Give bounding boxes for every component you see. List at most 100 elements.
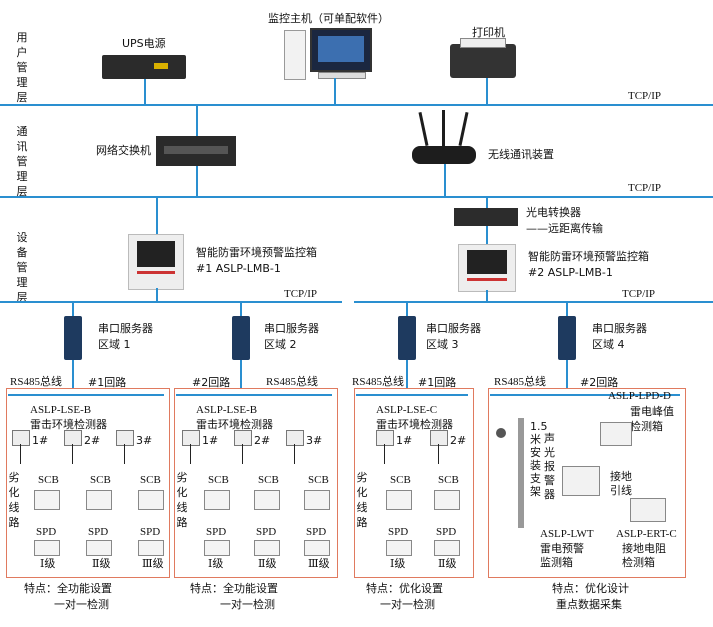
box2-title: 智能防雷环境预警监控箱 xyxy=(528,250,649,263)
server2-area: 区域 2 xyxy=(264,338,297,351)
zone2-model: ASLP-LSE-B xyxy=(196,404,258,416)
spd-label: SPD xyxy=(388,526,409,538)
zone1-feature2: 一对一检测 xyxy=(54,598,109,611)
tcpip-bus-right xyxy=(354,301,713,303)
scb-breaker xyxy=(86,490,112,510)
scb-label: SCB xyxy=(140,474,161,486)
zone1-feature: 特点：全功能设置 xyxy=(24,582,112,595)
server3-area: 区域 3 xyxy=(426,338,459,351)
scb-label: SCB xyxy=(90,474,111,486)
monitor-host-label: 监控主机（可单配软件） xyxy=(268,12,389,25)
lwt-box xyxy=(562,466,600,496)
box1-down-link xyxy=(156,288,158,302)
sensor-2 xyxy=(234,430,252,446)
server1-label: 串口服务器 xyxy=(98,322,153,335)
printer-label: 打印机 xyxy=(472,26,505,39)
zone3-loop: #1回路 xyxy=(418,376,457,389)
converter-up-link xyxy=(486,196,488,208)
zone3-rs485: RS485总线 xyxy=(352,376,404,388)
switch-up-link xyxy=(196,104,198,136)
level-label: Ⅰ级 xyxy=(390,558,406,570)
zone1-model: ASLP-LSE-B xyxy=(30,404,92,416)
sensor-2 xyxy=(64,430,82,446)
ups-label: UPS电源 xyxy=(122,37,166,50)
zone2-box xyxy=(174,388,338,578)
spd-device xyxy=(138,540,164,556)
sensor-3 xyxy=(116,430,134,446)
alarm-label: 声光报警器 xyxy=(544,432,555,501)
spd-label: SPD xyxy=(36,526,57,538)
antenna-icon xyxy=(418,112,429,146)
ert-name1: 接地电阻 xyxy=(622,542,666,555)
scb-breaker xyxy=(138,490,164,510)
spd-device xyxy=(254,540,280,556)
scb-breaker xyxy=(204,490,230,510)
host-link xyxy=(334,78,336,104)
install-label: 1.5米安装支架 xyxy=(530,420,548,498)
ups-link xyxy=(144,79,146,104)
zone3-feed xyxy=(406,360,408,388)
zone2-feature2: 一对一检测 xyxy=(220,598,275,611)
layer-label-device: 设备管理层 xyxy=(16,231,28,304)
sensor-label: 2# xyxy=(254,434,271,447)
box2-model: #2 ASLP-LMB-1 xyxy=(528,266,613,279)
printer-link xyxy=(486,78,488,104)
tcpip-label-right: TCP/IP xyxy=(622,288,656,300)
alarm-head xyxy=(496,428,506,438)
zone3-feature2: 一对一检测 xyxy=(380,598,435,611)
zone1-feed xyxy=(72,360,74,388)
scb-breaker xyxy=(434,490,460,510)
layer-label-comm: 通讯管理层 xyxy=(16,125,28,198)
spd-device xyxy=(34,540,60,556)
serial-server-1 xyxy=(64,316,82,360)
spd-device xyxy=(304,540,330,556)
sensor-2 xyxy=(430,430,448,446)
box2-up-link xyxy=(486,226,488,244)
monitor-box-1 xyxy=(128,234,184,290)
ert-name2: 检测箱 xyxy=(622,556,655,569)
tcpip-bus-comm xyxy=(0,196,713,198)
mount-pole xyxy=(518,418,524,528)
scb-label: SCB xyxy=(390,474,411,486)
sensor-3 xyxy=(286,430,304,446)
ert-model: ASLP-ERT-C xyxy=(616,528,677,540)
level-label: Ⅱ级 xyxy=(258,558,277,570)
spd-label: SPD xyxy=(436,526,457,538)
server1-link xyxy=(72,302,74,316)
level-label: Ⅱ级 xyxy=(438,558,457,570)
server4-area: 区域 4 xyxy=(592,338,625,351)
zone4-feature2: 重点数据采集 xyxy=(556,598,622,611)
sensor-1 xyxy=(12,430,30,446)
zone2-feed xyxy=(240,360,242,388)
printer-device xyxy=(450,38,516,78)
zone4-rs485: RS485总线 xyxy=(494,376,546,388)
ert-box xyxy=(630,498,666,522)
lwt-name2: 监测箱 xyxy=(540,556,573,569)
zone3-detector: 雷击环境检测器 xyxy=(376,418,453,431)
scb-breaker xyxy=(254,490,280,510)
tcpip-label-left: TCP/IP xyxy=(284,288,318,300)
zone3-feature: 特点：优化设置 xyxy=(366,582,443,595)
zone2-detector: 雷击环境检测器 xyxy=(196,418,273,431)
lwt-name1: 雷电预警 xyxy=(540,542,584,555)
keyboard xyxy=(318,72,366,79)
server1-area: 区域 1 xyxy=(98,338,131,351)
scb-label: SCB xyxy=(258,474,279,486)
zone3-rs485-bus xyxy=(356,394,468,396)
scb-breaker xyxy=(304,490,330,510)
scb-label: SCB xyxy=(308,474,329,486)
wireless-router xyxy=(412,146,476,164)
converter-label: 光电转换器 xyxy=(526,206,581,219)
spd-device xyxy=(386,540,412,556)
zone3-model: ASLP-LSE-C xyxy=(376,404,438,416)
optical-converter xyxy=(454,208,518,226)
zone1-detector: 雷击环境检测器 xyxy=(30,418,107,431)
switch-label: 网络交换机 xyxy=(96,144,151,157)
server2-link xyxy=(240,302,242,316)
spd-label: SPD xyxy=(256,526,277,538)
lwt-model: ASLP-LWT xyxy=(540,528,594,540)
zone2-rs485-bus xyxy=(176,394,332,396)
server4-link xyxy=(566,302,568,316)
level-label: Ⅰ级 xyxy=(208,558,224,570)
